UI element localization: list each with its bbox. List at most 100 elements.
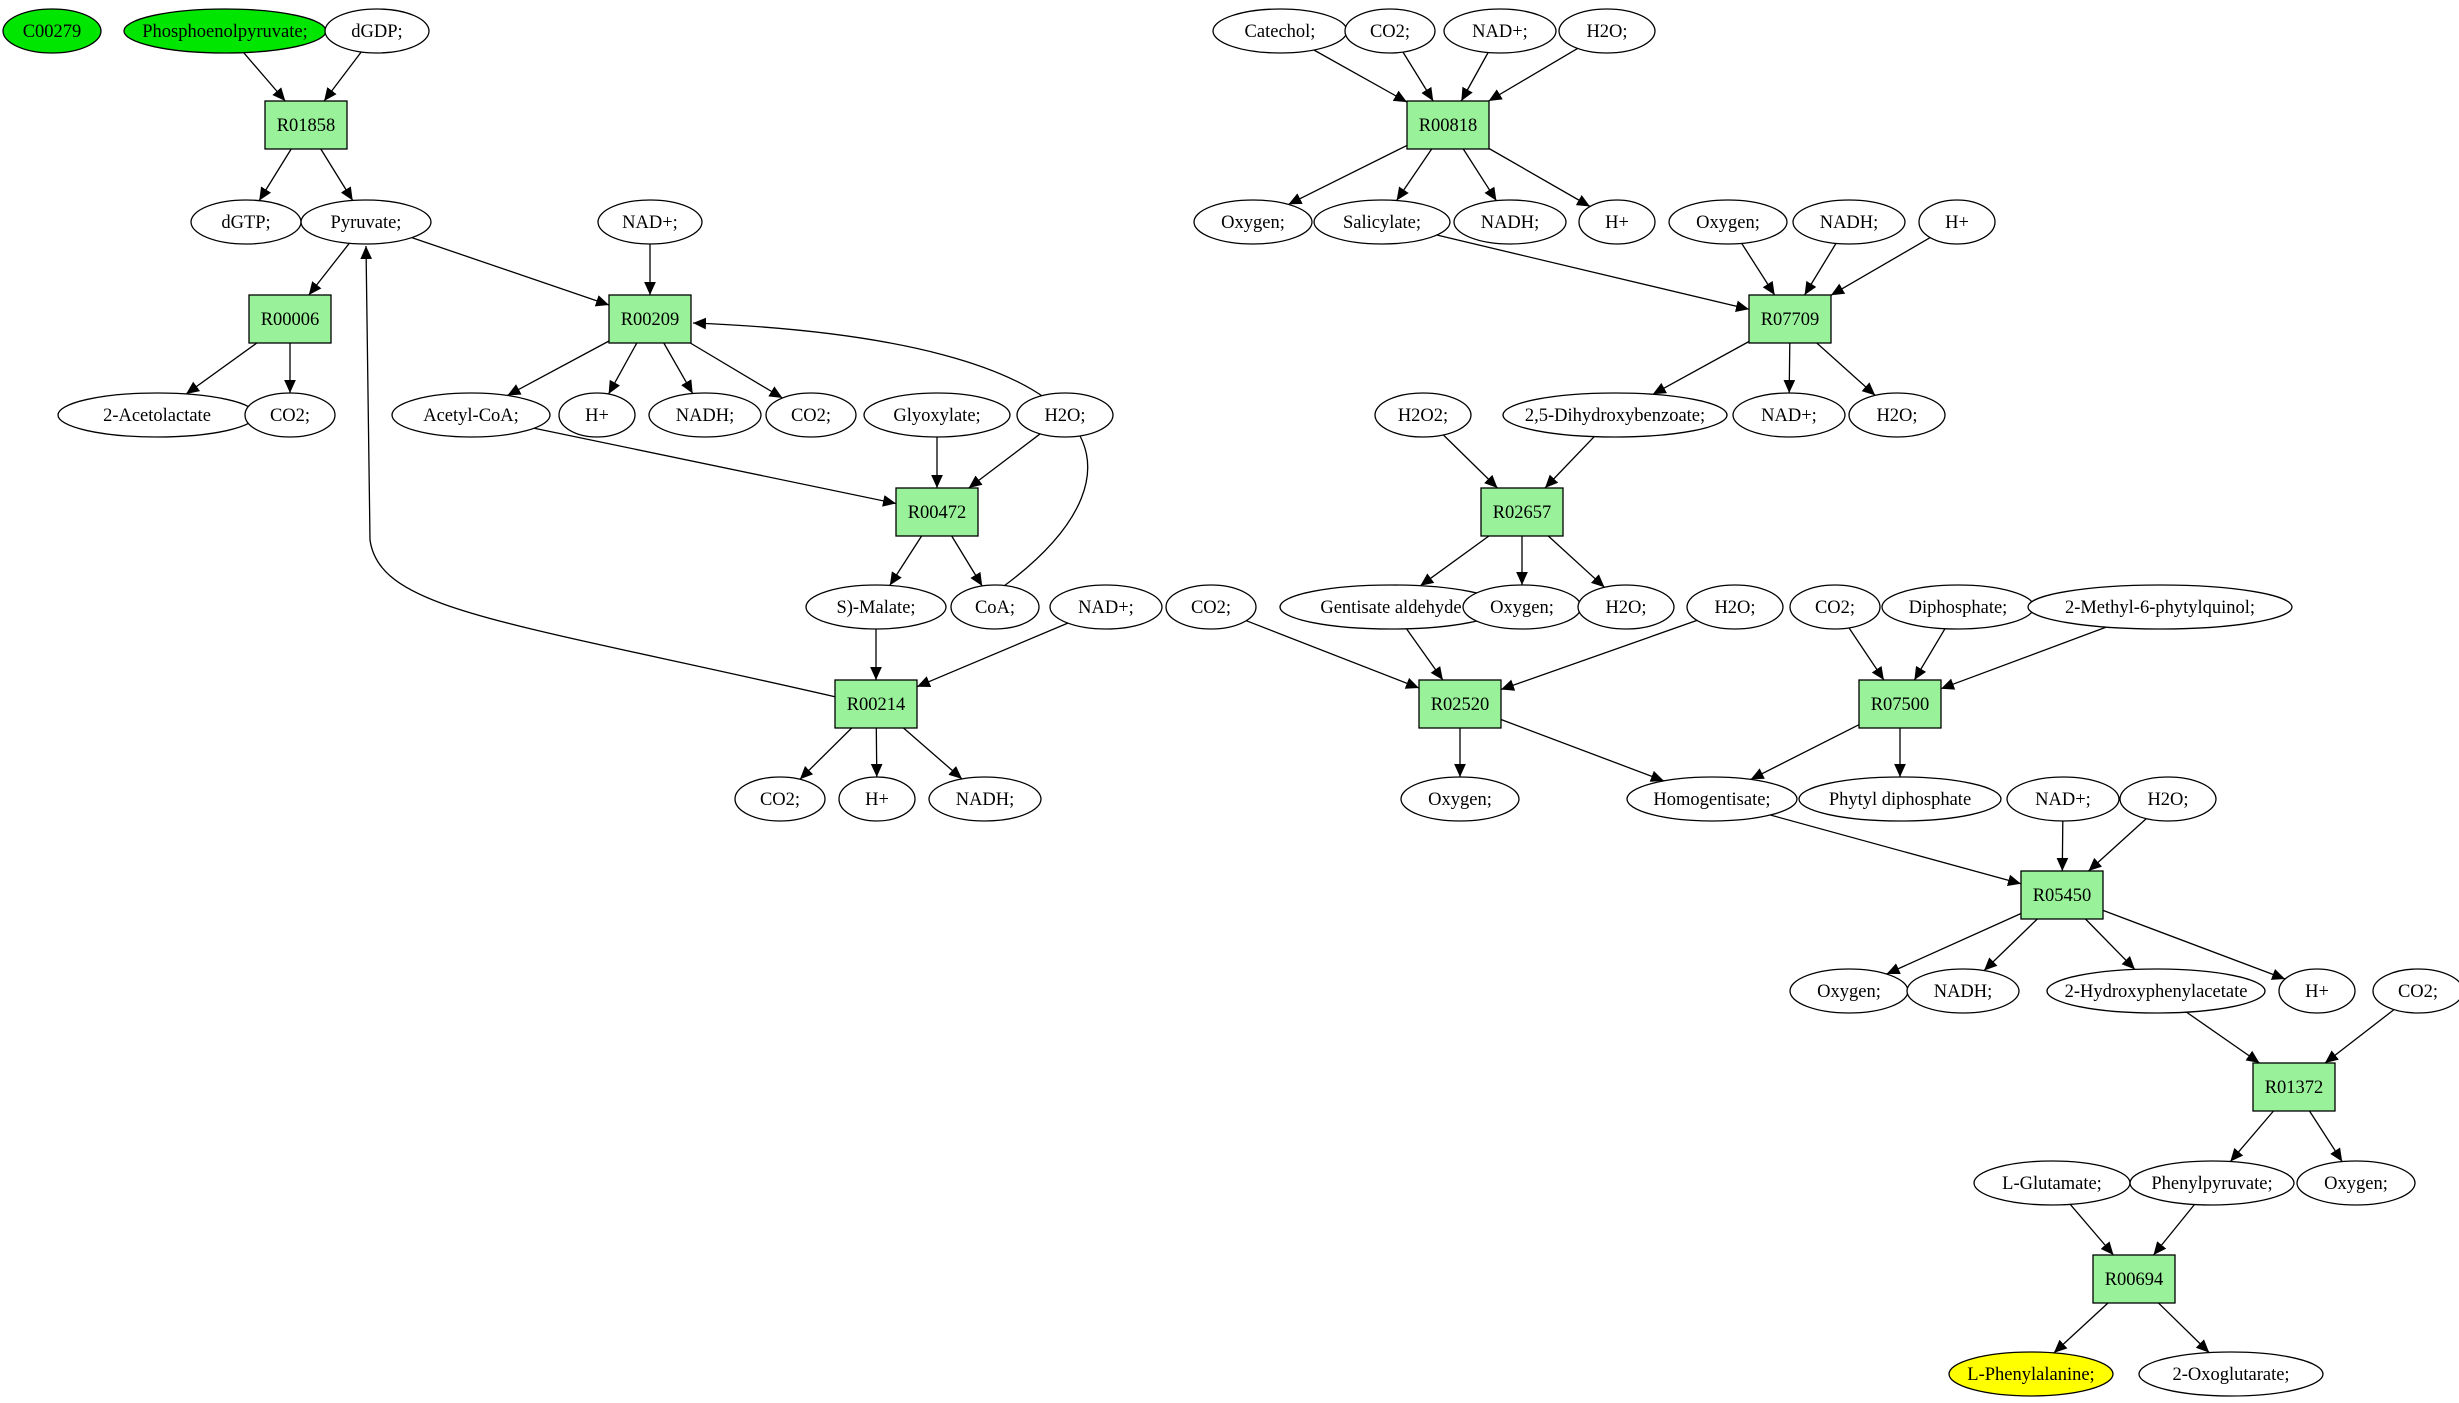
node-label: Oxygen; <box>1696 213 1760 233</box>
reaction-box <box>608 294 692 344</box>
node-label: Salicylate; <box>1343 213 1421 233</box>
node-label: Oxygen; <box>1428 790 1492 810</box>
node-label: Phenylpyruvate; <box>2151 1174 2272 1194</box>
node-label: C00279 <box>23 22 82 42</box>
node-label: R02657 <box>1493 503 1552 523</box>
compound-h2o_a: H2O; <box>1016 392 1114 438</box>
edge-pyruvate-to-r00006 <box>308 242 350 296</box>
node-label: CO2; <box>1191 598 1231 618</box>
node-label: Glyoxylate; <box>893 406 980 426</box>
compound-oxygen_d: Oxygen; <box>1400 776 1520 822</box>
compound-ellipse <box>1374 392 1472 438</box>
compound-nadh_a: NADH; <box>648 392 762 438</box>
node-label: Diphosphate; <box>1909 598 2008 618</box>
compound-ellipse <box>1165 584 1257 630</box>
node-label: R01858 <box>277 116 336 136</box>
edge-r07709-to-dhb <box>1652 340 1750 395</box>
node-label: NADH; <box>676 406 735 426</box>
node-label: NAD+; <box>1472 22 1528 42</box>
node-label: CO2; <box>1370 22 1410 42</box>
reaction-box <box>1858 679 1942 729</box>
compound-acetolactate: 2-Acetolactate <box>57 392 257 438</box>
compound-ellipse <box>2296 1160 2416 1206</box>
node-label: CO2; <box>760 790 800 810</box>
compound-ellipse <box>300 199 432 245</box>
edge-co2_g-to-r01372 <box>2324 1009 2395 1064</box>
compound-diphosphate: Diphosphate; <box>1881 584 2035 630</box>
node-label: H2O; <box>1605 598 1646 618</box>
edge-h2o_a-to-r00472 <box>968 433 1041 489</box>
compound-h2o2: H2O2; <box>1374 392 1472 438</box>
node-label: R02520 <box>1431 695 1490 715</box>
compound-ellipse <box>1558 8 1656 54</box>
node-label: R00694 <box>2105 1270 2164 1290</box>
compound-ellipse <box>1792 199 1906 245</box>
compound-ellipse <box>1732 392 1846 438</box>
compound-mpq: 2-Methyl-6-phytylquinol; <box>2027 584 2293 630</box>
compound-ellipse <box>2006 776 2120 822</box>
compound-oxygen_f: Oxygen; <box>2296 1160 2416 1206</box>
compound-c00279: C00279 <box>2 8 102 54</box>
compound-ellipse <box>558 392 636 438</box>
compound-hplus_a: H+ <box>558 392 636 438</box>
edge-r07709-to-nad_d <box>1783 342 1796 394</box>
compound-h2o_b: H2O; <box>1558 8 1656 54</box>
reaction-box <box>2020 870 2104 920</box>
compound-ellipse <box>1798 776 2002 822</box>
reaction-r07709: R07709 <box>1748 294 1832 344</box>
node-label: dGDP; <box>351 22 402 42</box>
node-label: Gentisate aldehyde <box>1320 598 1461 618</box>
reaction-box <box>1418 679 1502 729</box>
node-label: R00006 <box>261 310 320 330</box>
compound-ellipse <box>1016 392 1114 438</box>
edge-r00209-to-co2_b <box>689 342 783 399</box>
edge-r05450-to-oxygen_e <box>1886 912 2022 975</box>
edge-r00214-to-pyruvate <box>360 245 837 698</box>
compound-ellipse <box>2372 968 2459 1014</box>
edge-r00214-to-co2_c <box>799 727 853 780</box>
edge-nadh_d-to-r07709 <box>1804 243 1837 296</box>
compound-ellipse <box>1400 776 1520 822</box>
compound-nadh_b: NADH; <box>928 776 1042 822</box>
node-label: R07500 <box>1871 695 1930 715</box>
compound-ellipse <box>1626 776 1798 822</box>
node-label: CoA; <box>975 598 1015 618</box>
edge-r00209-to-hplus_a <box>608 342 638 395</box>
compound-malate: S)-Malate; <box>805 584 947 630</box>
edge-h2o_f-to-r05450 <box>2088 818 2147 872</box>
edge-r00214-to-nadh_b <box>903 727 963 780</box>
compound-ellipse <box>1313 199 1451 245</box>
edges-layer <box>185 47 2395 1354</box>
reaction-box <box>834 679 918 729</box>
edge-co2_e-to-r02520 <box>1245 620 1420 689</box>
edge-r00472-to-malate <box>889 535 923 586</box>
node-label: H2O; <box>1044 406 1085 426</box>
compound-acetylcoa: Acetyl-CoA; <box>391 392 551 438</box>
compound-ellipse <box>2027 584 2293 630</box>
node-label: NAD+; <box>2035 790 2091 810</box>
edge-oxygen_b-to-r07709 <box>1741 243 1776 296</box>
node-label: NAD+; <box>622 213 678 233</box>
edge-acetylcoa-to-r00472 <box>534 427 897 507</box>
compound-ellipse <box>765 392 857 438</box>
compound-hplus_c: H+ <box>1578 199 1656 245</box>
node-label: Acetyl-CoA; <box>423 406 519 426</box>
edge-mpq-to-r07500 <box>1940 626 2107 690</box>
edge-r01372-to-phenylpyruvate <box>2229 1110 2274 1163</box>
compound-nad_a: NAD+; <box>597 199 703 245</box>
node-label: CO2; <box>1815 598 1855 618</box>
edge-r00209-to-nadh_a <box>663 342 694 394</box>
compound-dhb: 2,5-Dihydroxybenzoate; <box>1502 392 1728 438</box>
edge-glutamate-to-r00694 <box>2069 1203 2114 1256</box>
edge-dgdp-to-r01858 <box>323 51 362 102</box>
edge-r00209-to-acetylcoa <box>507 340 610 397</box>
reaction-r00818: R00818 <box>1406 100 1490 150</box>
compound-co2_d: CO2; <box>1344 8 1436 54</box>
edge-r00818-to-hplus_c <box>1488 147 1591 208</box>
compound-oxygen_a: Oxygen; <box>1193 199 1313 245</box>
edge-nad_e-to-r05450 <box>2056 820 2069 872</box>
node-label: 2-Oxoglutarate; <box>2172 1365 2289 1385</box>
node-label: CO2; <box>2398 982 2438 1002</box>
node-label: Oxygen; <box>1221 213 1285 233</box>
reaction-r07500: R07500 <box>1858 679 1942 729</box>
